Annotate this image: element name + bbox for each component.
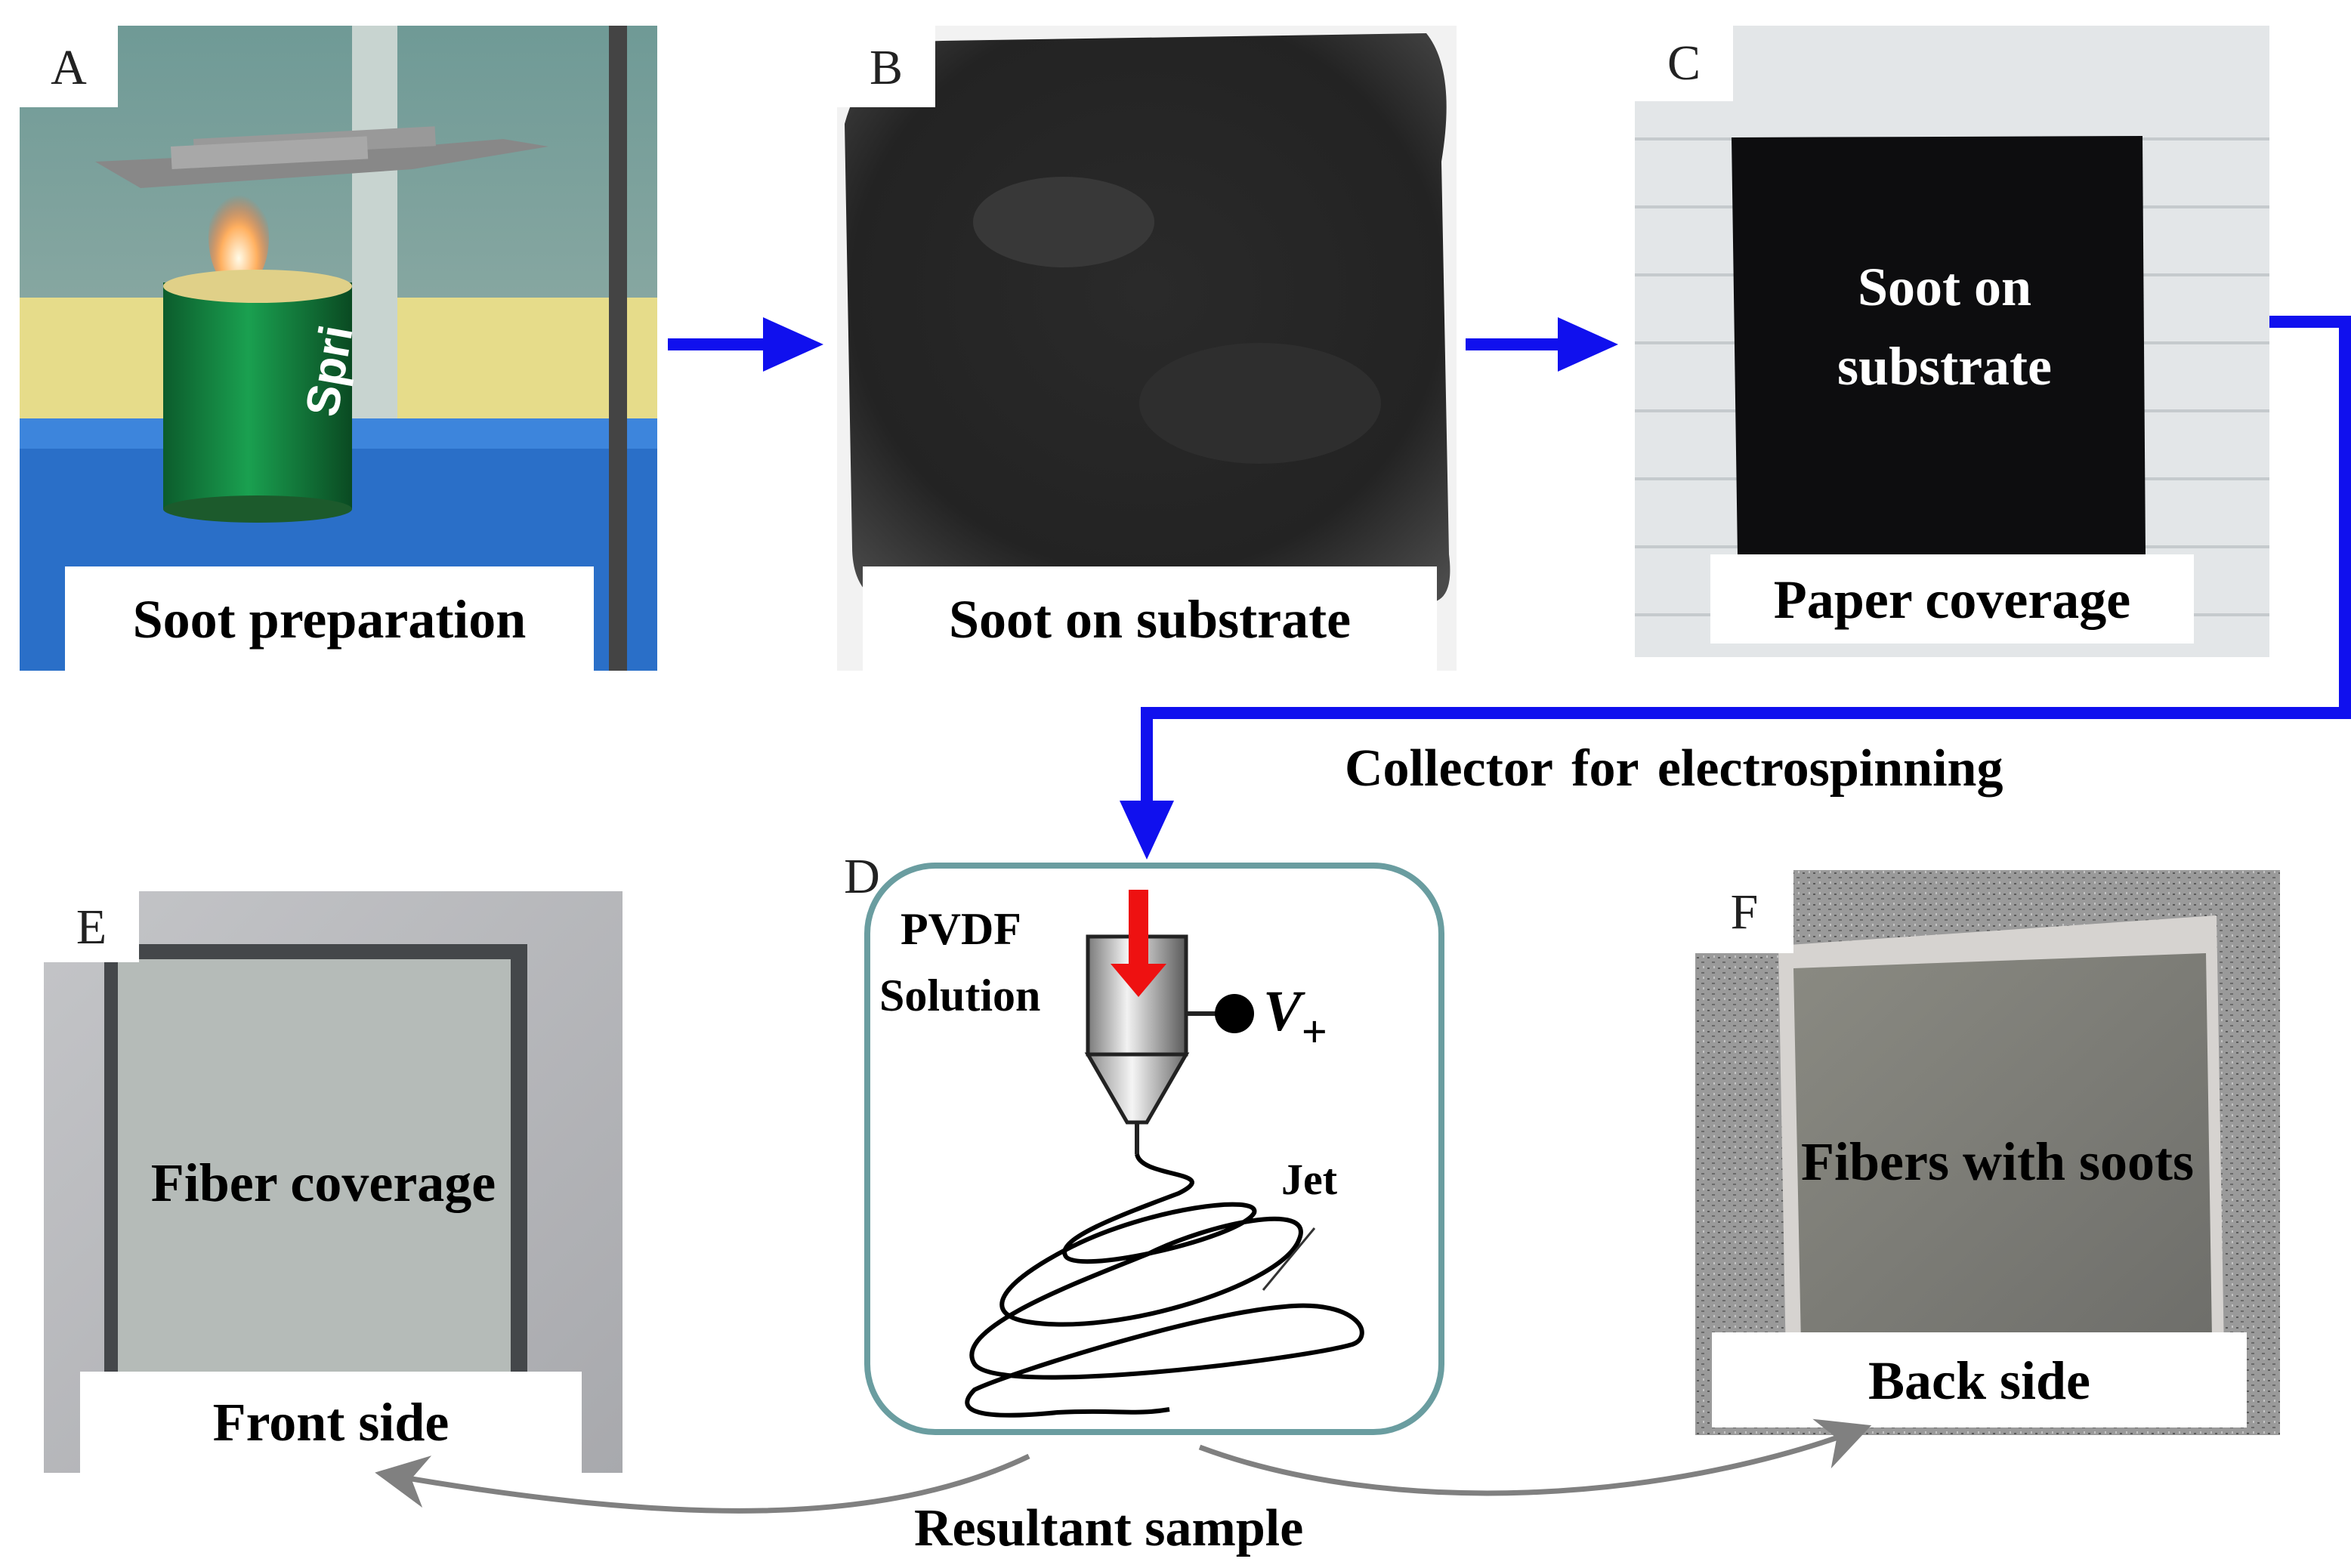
panel-c-photo: Soot on substrate C Paper coverage xyxy=(1635,26,2269,657)
panel-c-inner-line1: Soot on xyxy=(1857,257,2032,317)
result-arrow-back xyxy=(1198,1418,1872,1496)
arrow-b-to-c xyxy=(1466,317,1618,372)
panel-f-photo: Fibers with soots F Back side xyxy=(1695,870,2280,1435)
collector-label: Collector for electrospinning xyxy=(1345,739,2003,798)
jet-spiral xyxy=(965,1153,1364,1418)
panel-d-letter: D xyxy=(844,849,880,904)
arrow-c-to-d xyxy=(1120,316,2351,860)
panel-a-photo: Spri A Soot preparation xyxy=(20,26,657,671)
voltage-symbol: V xyxy=(1263,980,1302,1043)
soot-substrate-illustration xyxy=(837,26,1457,671)
solution-feed-arrow xyxy=(1111,890,1166,997)
panel-e-inner: Fiber coverage xyxy=(150,1153,496,1213)
panel-f-letter: F xyxy=(1695,870,1793,953)
panel-c-inner-line2: substrate xyxy=(1837,336,2052,397)
result-arrow-front xyxy=(375,1453,1030,1514)
voltage-label: V+ xyxy=(1263,979,1327,1057)
panel-c-caption: Paper coverage xyxy=(1710,554,2194,644)
solution-label: Solution xyxy=(879,971,1041,1020)
voltage-subscript: + xyxy=(1301,1007,1327,1057)
soot-preparation-illustration: Spri xyxy=(20,26,657,671)
panel-e-photo: Fiber coverage E Front side xyxy=(44,891,623,1473)
panel-e-caption: Front side xyxy=(80,1372,582,1473)
panel-b-letter: B xyxy=(837,26,935,107)
pvdf-label: PVDF xyxy=(901,904,1021,954)
resultant-sample-label: Resultant sample xyxy=(914,1499,1304,1557)
panel-a-caption: Soot preparation xyxy=(65,566,594,671)
jet-label: Jet xyxy=(1281,1155,1338,1204)
panel-b-photo: B Soot on substrate xyxy=(837,26,1457,671)
arrow-a-to-b xyxy=(668,317,823,372)
panel-f-inner: Fibers with soots xyxy=(1801,1131,2194,1192)
jet-pointer-line xyxy=(1262,1227,1316,1291)
paper-coverage-illustration xyxy=(1635,26,2269,657)
panel-f-caption: Back side xyxy=(1712,1332,2247,1428)
panel-b-caption: Soot on substrate xyxy=(863,566,1437,671)
panel-e-letter: E xyxy=(44,891,139,962)
voltage-electrode xyxy=(1186,994,1254,1033)
panel-a-letter: A xyxy=(20,26,118,107)
panel-c-letter: C xyxy=(1635,26,1733,101)
